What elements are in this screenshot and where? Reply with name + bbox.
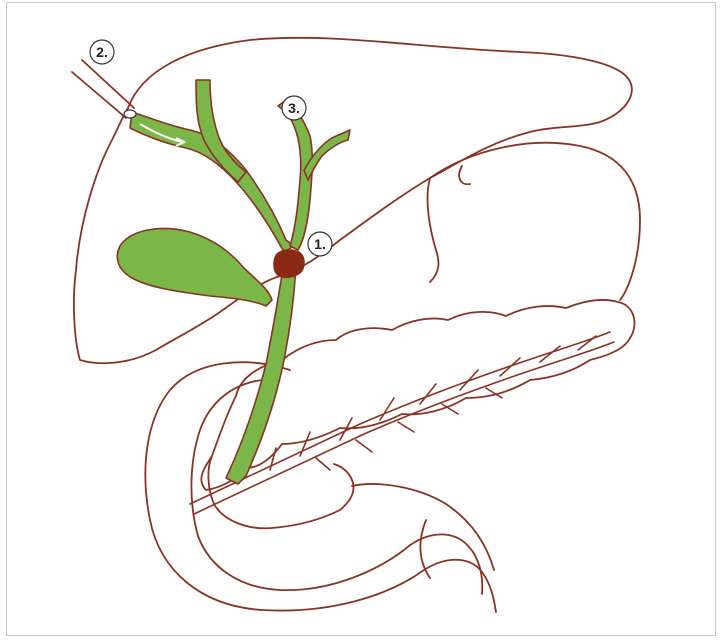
label-2: 2. xyxy=(90,40,114,64)
catheter-tip xyxy=(124,110,136,118)
label-2-text: 2. xyxy=(96,44,108,60)
gallbladder xyxy=(117,228,272,306)
liver-fissure xyxy=(459,166,470,184)
bile-duct-stone xyxy=(273,249,305,278)
label-3-text: 3. xyxy=(288,100,300,116)
liver-outline xyxy=(74,38,632,363)
label-3: 3. xyxy=(282,96,306,120)
drain-catheter xyxy=(72,60,134,118)
stomach-curve xyxy=(428,178,439,282)
label-1: 1. xyxy=(308,232,332,256)
duodenum-outline xyxy=(145,362,496,612)
label-1-text: 1. xyxy=(314,236,326,252)
pancreatic-branches xyxy=(270,336,596,470)
pancreas-head xyxy=(208,456,353,528)
